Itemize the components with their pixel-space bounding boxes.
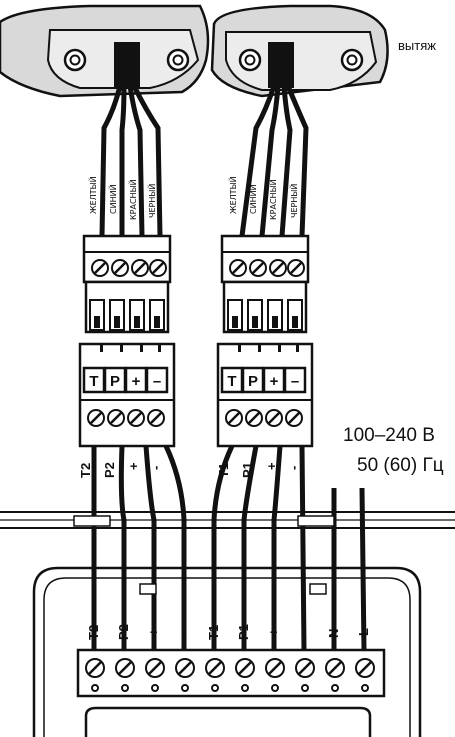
cable-bundle-left [99,84,163,237]
enclosure [0,511,455,737]
wire-label-black: ЧЕРНЫЙ [288,184,299,218]
bottom-terminal-labels: T2 P2 + - T1 P1 + - N L [86,624,371,640]
drop-label-t2: T2 [78,463,93,478]
drop-label-minus: - [286,466,301,470]
socket-sym-p: P [110,373,120,390]
screw-slot [268,661,282,675]
screw-slot [358,661,372,675]
term-label-n: N [326,629,341,638]
terminal-pin [121,684,129,692]
wire-label-blue: СИНИЙ [247,184,258,214]
socket-sym-minus: – [291,373,299,390]
terminal-pin [241,684,249,692]
socket-sym-t: T [89,373,98,390]
term-label-minus: - [176,632,191,636]
socket-sym-p: P [248,373,258,390]
terminal-pin [211,684,219,692]
wire-labels-right: ЖЕЛТЫЙ СИНИЙ КРАСНЫЙ ЧЕРНЫЙ [227,176,299,220]
drop-label-minus: - [148,466,163,470]
supply-voltage: 100–240 В [343,425,435,446]
drop-label-t1: T1 [216,463,231,478]
terminal-pin [91,684,99,692]
plug-connector-left [82,234,172,334]
term-label-p2: P2 [116,624,131,640]
socket-sym-plus: + [270,373,279,390]
screw-slot [88,661,102,675]
screw-slot [298,661,312,675]
drop-labels-right: T1 P1 + - [216,462,301,478]
wire-label-blue: СИНИЙ [107,184,118,214]
terminal-pin [301,684,309,692]
socket-right: T P + – [216,342,314,448]
screw-slot [148,661,162,675]
screw-slot [208,661,222,675]
wire-label-black: ЧЕРНЫЙ [146,184,157,218]
term-label-t1: T1 [206,625,221,640]
drop-label-p1: P1 [240,462,255,478]
term-label-plus: + [266,628,281,636]
main-terminal-block [76,648,386,698]
term-label-l: L [356,628,371,636]
wire-label-yellow: ЖЕЛТЫЙ [87,176,98,214]
term-label-plus: + [146,628,161,636]
terminal-pin [331,684,339,692]
wire-label-red: КРАСНЫЙ [267,179,278,220]
drop-label-plus: + [126,462,141,470]
screw-slot [178,661,192,675]
socket-left: T P + – [78,342,176,448]
cable-bundle-right [239,85,309,237]
screw-slot [118,661,132,675]
drop-labels-left: T2 P2 + - [78,462,163,478]
term-label-minus: - [296,632,311,636]
terminal-pin [151,684,159,692]
caption-top-right: вытяж [398,38,436,53]
screw-slot [238,661,252,675]
wire-labels-left: ЖЕЛТЫЙ СИНИЙ КРАСНЫЙ ЧЕРНЫЙ [87,176,157,220]
terminal-pin [271,684,279,692]
drop-label-p2: P2 [102,462,117,478]
sensor-housing-right [210,4,389,98]
term-label-p1: P1 [236,624,251,640]
wire-label-yellow: ЖЕЛТЫЙ [227,176,238,214]
socket-sym-t: T [227,373,236,390]
drop-label-plus: + [264,462,279,470]
terminal-pin [181,684,189,692]
sensor-housing-left [0,4,210,98]
socket-sym-minus: – [153,373,161,390]
socket-sym-plus: + [132,373,141,390]
screw-slot [328,661,342,675]
supply-frequency: 50 (60) Гц [357,455,444,476]
terminal-pin [361,684,369,692]
wire-label-red: КРАСНЫЙ [127,179,138,220]
term-label-t2: T2 [86,625,101,640]
plug-connector-right [220,234,310,334]
